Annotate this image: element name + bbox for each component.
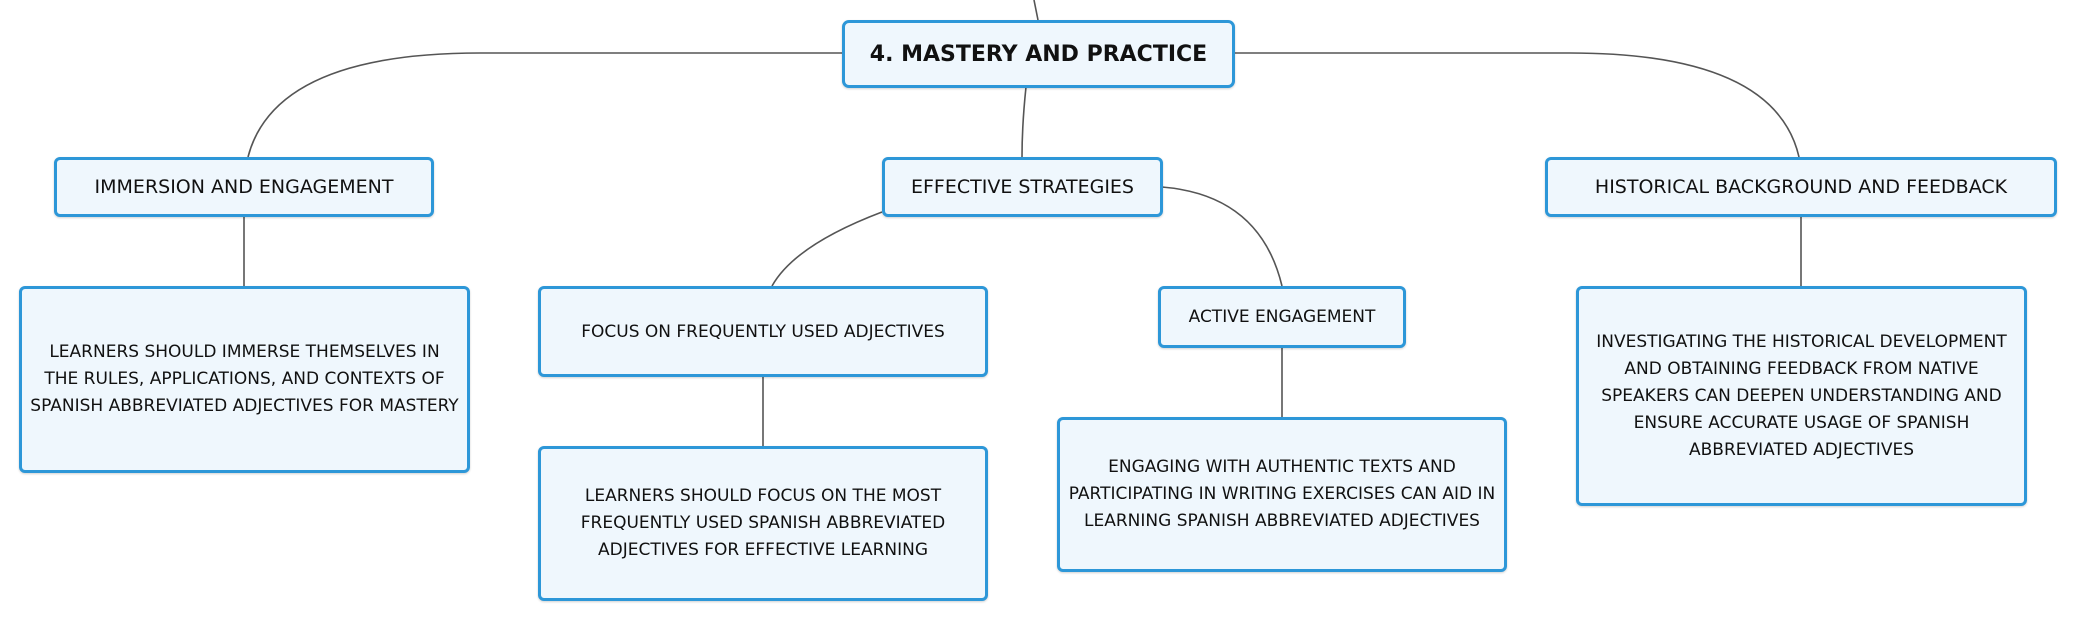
active-engagement-detail-node[interactable]: ENGAGING WITH AUTHENTIC TEXTS AND PARTIC… (1057, 417, 1507, 572)
branch-immersion-label: IMMERSION AND ENGAGEMENT (94, 176, 394, 198)
connector-root-history (1234, 52, 1800, 158)
focus-detail-node[interactable]: LEARNERS SHOULD FOCUS ON THE MOST FREQUE… (538, 446, 988, 601)
subtopic-active-engagement[interactable]: ACTIVE ENGAGEMENT (1158, 286, 1406, 348)
historical-detail-text: INVESTIGATING THE HISTORICAL DEVELOPMENT… (1596, 331, 2007, 460)
historical-detail-node[interactable]: INVESTIGATING THE HISTORICAL DEVELOPMENT… (1576, 286, 2027, 506)
root-topic-label: 4. MASTERY AND PRACTICE (869, 41, 1208, 67)
root-topic[interactable]: 4. MASTERY AND PRACTICE (842, 20, 1235, 88)
branch-historical-feedback-label: HISTORICAL BACKGROUND AND FEEDBACK (1594, 176, 2008, 198)
branch-historical-feedback[interactable]: HISTORICAL BACKGROUND AND FEEDBACK (1545, 157, 2057, 217)
branch-effective-strategies[interactable]: EFFECTIVE STRATEGIES (882, 157, 1163, 217)
subtopic-active-engagement-label: ACTIVE ENGAGEMENT (1188, 307, 1376, 327)
connector-root-immersion (247, 52, 842, 158)
connector-root-strategies (1021, 86, 1027, 158)
subtopic-focus-frequent[interactable]: FOCUS ON FREQUENTLY USED ADJECTIVES (538, 286, 988, 377)
focus-detail-text: LEARNERS SHOULD FOCUS ON THE MOST FREQUE… (580, 486, 946, 560)
active-engagement-detail-text: ENGAGING WITH AUTHENTIC TEXTS AND PARTIC… (1068, 457, 1496, 531)
subtopic-focus-frequent-label: FOCUS ON FREQUENTLY USED ADJECTIVES (581, 321, 945, 342)
connector-from-parent (1033, 0, 1039, 21)
immersion-detail-text: LEARNERS SHOULD IMMERSE THEMSELVES IN TH… (30, 342, 459, 416)
branch-effective-strategies-label: EFFECTIVE STRATEGIES (910, 176, 1134, 198)
connector-strategies-focus (771, 211, 883, 287)
immersion-detail-node[interactable]: LEARNERS SHOULD IMMERSE THEMSELVES IN TH… (19, 286, 470, 473)
branch-immersion[interactable]: IMMERSION AND ENGAGEMENT (54, 157, 434, 217)
connector-strategies-active (1161, 186, 1283, 287)
